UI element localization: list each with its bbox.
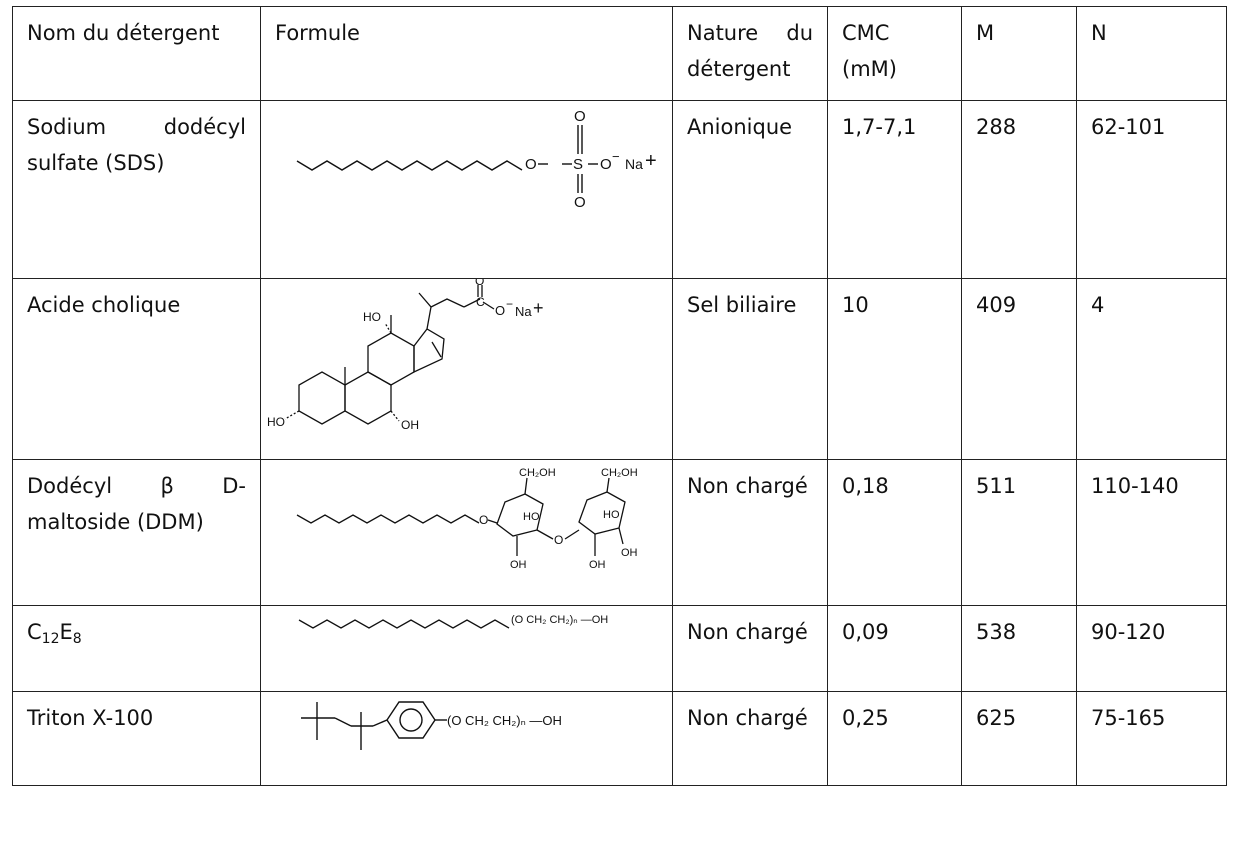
cholic-o-minus-label: O xyxy=(495,303,505,318)
ddm-oh-2-label: OH xyxy=(589,559,606,571)
detergent-table: Nom du détergent Formule Nature du déter… xyxy=(12,6,1227,786)
cholic-ho-left-label: HO xyxy=(267,415,285,429)
cholic-o-top-label: O xyxy=(475,279,484,288)
formula-cell: O CH₂OH CH₂OH HO HO OH OH OH O xyxy=(260,459,673,606)
header-name: Nom du détergent xyxy=(12,6,261,101)
header-nature: Nature du détergent xyxy=(672,6,828,101)
table-row: Dodécyl β D-maltoside (DDM) O CH₂ xyxy=(12,459,1227,606)
detergent-n: 62-101 xyxy=(1076,100,1227,279)
cholic-oh-bottom-label: OH xyxy=(401,418,419,432)
cholic-na-label: Na xyxy=(515,304,532,319)
cholic-ho-top-label: HO xyxy=(363,310,381,324)
cholic-plus-label: + xyxy=(533,298,544,318)
detergent-cmc: 0,09 xyxy=(827,605,962,692)
sds-na-label: Na xyxy=(625,156,643,172)
ddm-oh-3-label: OH xyxy=(621,547,638,559)
detergent-nature: Anionique xyxy=(672,100,828,279)
detergent-nature: Non chargé xyxy=(672,459,828,606)
table-row: Acide cholique xyxy=(12,278,1227,460)
header-cmc: CMC (mM) xyxy=(827,6,962,101)
sds-s-label: S xyxy=(573,156,583,173)
formula-cell: (O CH₂ CH₂)ₙ —OH xyxy=(260,605,673,692)
sds-o-label: O xyxy=(525,156,537,173)
triton-chain-label: (O CH₂ CH₂)ₙ —OH xyxy=(447,713,562,728)
detergent-name: Acide cholique xyxy=(12,278,261,460)
detergent-name: Triton X-100 xyxy=(12,691,261,786)
sds-o-top-label: O xyxy=(574,108,586,125)
sds-structure-diagram: O S O O O − Na + xyxy=(296,108,657,211)
ddm-o-bridge-label: O xyxy=(554,533,563,547)
detergent-name: Dodécyl β D-maltoside (DDM) xyxy=(12,459,261,606)
header-formula: Formule xyxy=(260,6,673,101)
detergent-n: 110-140 xyxy=(1076,459,1227,606)
detergent-n: 75-165 xyxy=(1076,691,1227,786)
detergent-m: 288 xyxy=(961,100,1077,279)
detergent-cmc: 0,18 xyxy=(827,459,962,606)
detergent-nature: Sel biliaire xyxy=(672,278,828,460)
detergent-n: 90-120 xyxy=(1076,605,1227,692)
ddm-ch2oh-1-label: CH₂OH xyxy=(519,467,556,479)
detergent-nature: Non chargé xyxy=(672,605,828,692)
detergent-cmc: 1,7-7,1 xyxy=(827,100,962,279)
ddm-ho-1-label: HO xyxy=(523,511,540,523)
table-row: Sodium dodécyl sulfate (SDS) O S O O O −… xyxy=(12,100,1227,279)
detergent-cmc: 10 xyxy=(827,278,962,460)
sds-o-bottom-label: O xyxy=(574,194,586,211)
detergent-nature: Non chargé xyxy=(672,691,828,786)
ddm-oh-1-label: OH xyxy=(510,559,527,571)
formula-cell: O C O − Na + HO HO OH xyxy=(260,278,673,460)
header-row: Nom du détergent Formule Nature du déter… xyxy=(12,6,1227,101)
c12e8-structure-diagram: (O CH₂ CH₂)ₙ —OH xyxy=(298,614,608,629)
cholic-minus-label: − xyxy=(506,297,513,311)
formula-cell: (O CH₂ CH₂)ₙ —OH xyxy=(260,691,673,786)
c12e8-chain-label: (O CH₂ CH₂)ₙ —OH xyxy=(511,614,608,626)
ddm-o-link-label: O xyxy=(479,513,488,527)
detergent-m: 409 xyxy=(961,278,1077,460)
table-row: C12E8 (O CH₂ CH₂)ₙ —OH Non chargé 0,09 5… xyxy=(12,605,1227,692)
cholic-acid-structure-diagram: O C O − Na + HO HO OH xyxy=(267,279,544,433)
sds-o-minus-label: O xyxy=(600,156,612,173)
sds-minus-label: − xyxy=(612,149,620,164)
ddm-ch2oh-2-label: CH₂OH xyxy=(601,467,638,479)
triton-structure-diagram: (O CH₂ CH₂)ₙ —OH xyxy=(301,701,562,750)
formula-cell: O S O O O − Na + xyxy=(260,100,673,279)
detergent-cmc: 0,25 xyxy=(827,691,962,786)
detergent-m: 511 xyxy=(961,459,1077,606)
detergent-m: 625 xyxy=(961,691,1077,786)
detergent-name: C12E8 xyxy=(12,605,261,692)
cholic-c-label: C xyxy=(476,295,485,309)
detergent-m: 538 xyxy=(961,605,1077,692)
table-row: Triton X-100 (O CH₂ CH₂)ₙ —OH Non chargé… xyxy=(12,691,1227,786)
ddm-structure-diagram: O CH₂OH CH₂OH HO HO OH OH OH O xyxy=(296,467,638,571)
detergent-name: Sodium dodécyl sulfate (SDS) xyxy=(12,100,261,279)
detergent-n: 4 xyxy=(1076,278,1227,460)
header-n: N xyxy=(1076,6,1227,101)
header-m: M xyxy=(961,6,1077,101)
sds-plus-label: + xyxy=(645,150,657,172)
ddm-ho-2-label: HO xyxy=(603,509,620,521)
